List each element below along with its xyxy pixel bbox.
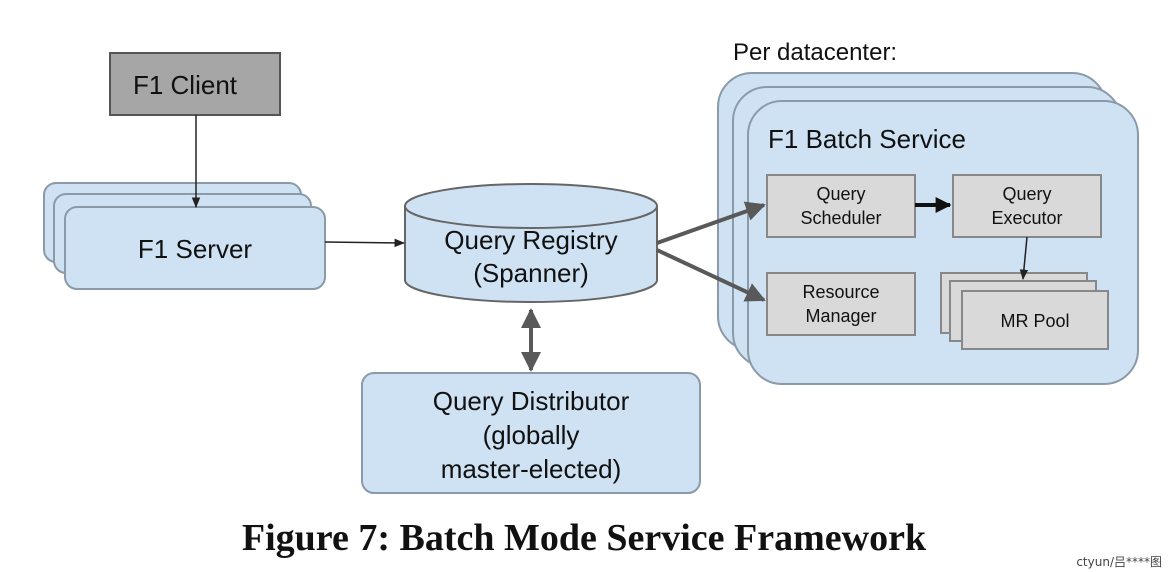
query-distributor-box: Query Distributor (globally master-elect… [361, 372, 701, 494]
query-registry-label-line1: Query Registry [444, 225, 617, 255]
per-datacenter-label: Per datacenter: [733, 39, 897, 66]
query-scheduler-box: Query Scheduler [766, 174, 916, 238]
query-executor-line2: Executor [991, 208, 1062, 228]
executor-to-mrpool-arrow [1019, 236, 1029, 281]
figure-caption: Figure 7: Batch Mode Service Framework [241, 517, 927, 559]
query-distributor-line3: master-elected) [441, 454, 622, 484]
query-registry-label-line2: (Spanner) [473, 258, 589, 288]
registry-to-scheduler-arrow [656, 201, 766, 245]
f1-server-stack: F1 Server [43, 182, 326, 290]
registry-to-resource-manager-arrow [656, 248, 766, 302]
watermark: ctyun/吕****图 [1076, 555, 1162, 569]
batch-service-title: F1 Batch Service [768, 124, 966, 154]
query-distributor-line1: Query Distributor [433, 386, 630, 416]
query-scheduler-line1: Query [816, 184, 865, 204]
server-to-registry-arrow [324, 238, 406, 248]
f1-client-box: F1 Client [109, 52, 281, 116]
mr-pool-label: MR Pool [1000, 311, 1069, 331]
query-registry-cylinder: Query Registry (Spanner) [404, 183, 658, 303]
f1-server-label: F1 Server [138, 234, 252, 264]
resource-manager-box: Resource Manager [766, 272, 916, 336]
query-distributor-line2: (globally [483, 420, 580, 450]
query-executor-line1: Query [1002, 184, 1051, 204]
query-executor-box: Query Executor [952, 174, 1102, 238]
resource-manager-line1: Resource [802, 282, 879, 302]
resource-manager-line2: Manager [805, 306, 876, 326]
diagram-canvas: Per datacenter: F1 Client F1 Server Quer… [43, 39, 1139, 494]
f1-client-label: F1 Client [133, 70, 238, 100]
mr-pool-stack: MR Pool [940, 272, 1109, 350]
query-scheduler-line2: Scheduler [800, 208, 881, 228]
